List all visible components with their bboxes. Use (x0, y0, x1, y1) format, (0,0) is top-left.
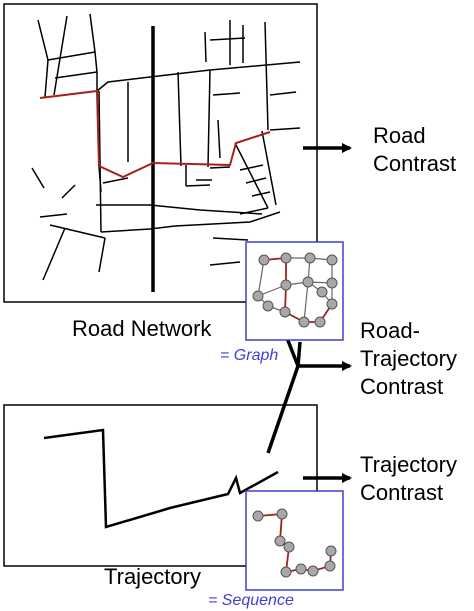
sequence-inset (245, 490, 344, 591)
sequence-label: = Sequence (208, 592, 294, 609)
road-network-label: Road Network (72, 316, 212, 341)
road-contrast-line-1: Road (373, 123, 426, 148)
road-trajectory-contrast-line-1: Road- (360, 318, 420, 343)
road-segments (31, 13, 301, 281)
trajectory-contrast-line-2: Contrast (360, 480, 443, 505)
trajectory-label: Trajectory (104, 564, 201, 589)
sequence-nodes (252, 508, 337, 578)
trajectory-path (43, 428, 279, 529)
sequence-inset-frame (245, 490, 344, 591)
road-network-panel (3, 3, 318, 303)
graph-label: = Graph (220, 347, 278, 364)
road-trajectory-contrast-line-2: Trajectory (360, 346, 457, 371)
highlighted-route (39, 89, 271, 179)
trajectory-contrast-line-1: Trajectory (360, 452, 457, 477)
graph-inset (245, 241, 344, 341)
road-trajectory-contrast-line-3: Contrast (360, 374, 443, 399)
arrows (298, 143, 352, 483)
road-contrast-line-2: Contrast (373, 151, 456, 176)
graph-nodes (252, 252, 338, 328)
